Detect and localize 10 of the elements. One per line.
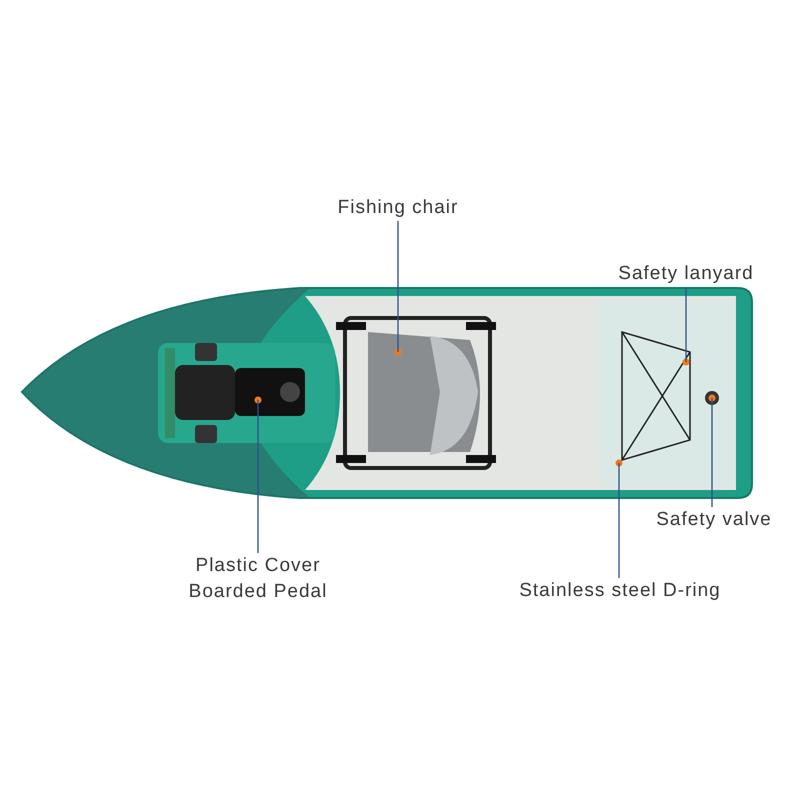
callout-label: Fishing chair — [338, 196, 458, 220]
leader-line — [618, 463, 620, 578]
callout-label: Safety lanyard — [618, 262, 754, 286]
leader-line — [257, 400, 259, 553]
callout-label: Safety valve — [656, 508, 772, 532]
leader-line — [711, 398, 713, 507]
leader-line — [397, 221, 399, 352]
callout-label: Stainless steel D-ring — [519, 579, 721, 603]
callout-label: Plastic Cover Boarded Pedal — [188, 554, 328, 604]
leader-line — [685, 287, 687, 362]
